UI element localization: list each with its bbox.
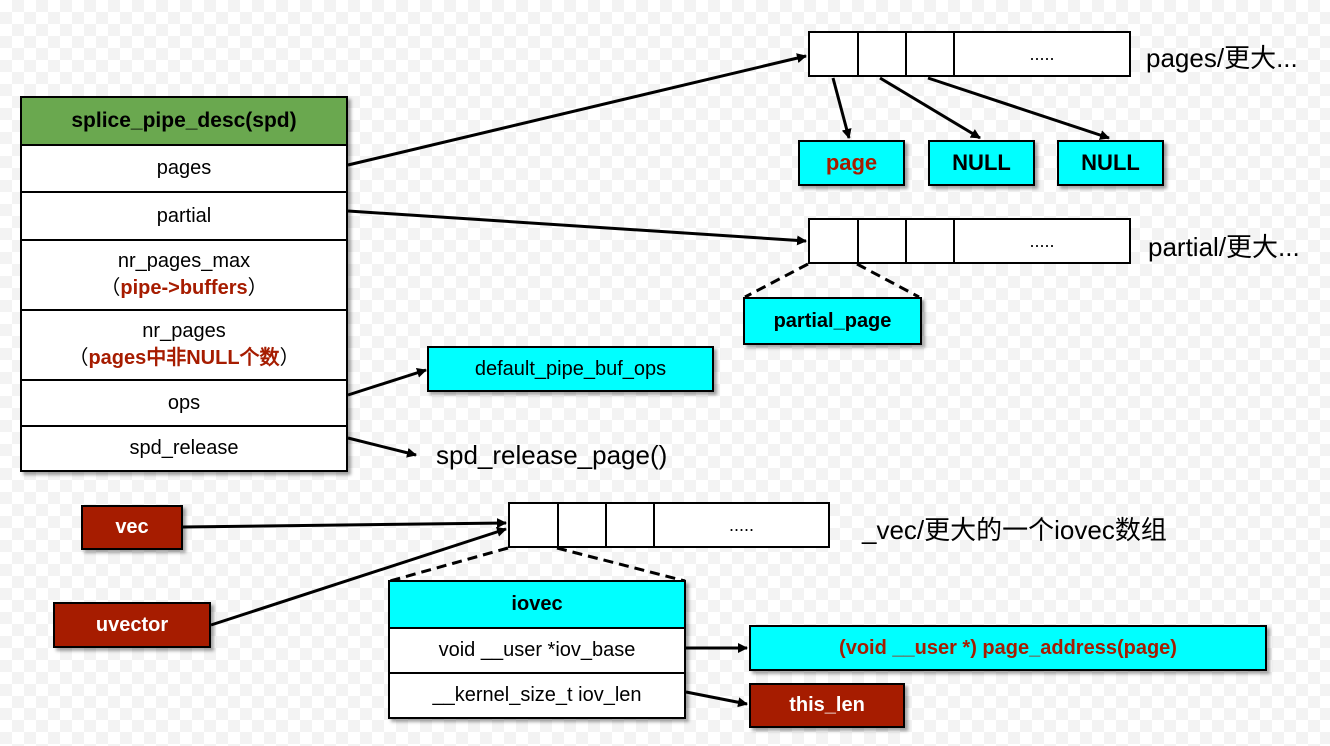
dash-iovec-left [389,546,509,583]
default-pipe-buf-ops-box: default_pipe_buf_ops [427,346,714,392]
array-cell [559,504,607,546]
this-len-box: this_len [749,683,905,728]
spd-nr-pages-label: nr_pages [142,320,226,342]
iovec-table: iovec void __user *iov_base __kernel_siz… [388,580,686,719]
null-box-1: NULL [928,140,1035,186]
partial-page-label: partial_page [773,309,892,332]
spd-release-label: spd_release [129,437,239,459]
spd-field-partial: partial [22,191,346,239]
uvector-label: uvector [95,613,169,636]
spd-release-page-label: spd_release_page() [436,440,668,470]
arrow-ops [347,367,427,397]
spd-nr-pages-note-line: （pages中非NULL个数） [68,345,299,372]
arrow-vec [182,518,507,529]
paren-close: ） [279,347,300,369]
spd-title: splice_pipe_desc(spd) [22,98,346,144]
dash-partial-right [856,262,920,299]
pages-array-label: pages/更大... [1146,43,1298,73]
this-len-label: this_len [789,694,865,716]
dash-partial-left [744,262,809,299]
iov-base-label: void __user *iov_base [438,639,636,661]
arrow-partial [347,209,807,246]
spd-field-nr-pages: nr_pages （pages中非NULL个数） [22,309,346,379]
dash-iovec-right [556,546,686,583]
arrow-pages [347,53,807,167]
arrow-spd-release [347,436,417,458]
array-cell [859,220,907,262]
vec-array: ..... [508,502,830,548]
array-ellipsis-cell: ..... [655,504,828,546]
default-pipe-buf-ops-label: default_pipe_buf_ops [474,357,667,380]
iovec-field-iov-base: void __user *iov_base [390,627,684,672]
paren-open: （ [100,277,121,299]
array-cell [907,220,955,262]
vec-array-label: _vec/更大的一个iovec数组 [862,515,1167,545]
vec-label: vec [115,516,149,538]
arrow-null1 [879,76,981,140]
arrow-page [831,77,852,139]
iovec-field-iov-len: __kernel_size_t iov_len [390,672,684,717]
page-label: page [825,150,878,175]
array-cell [810,220,859,262]
spd-title-text: splice_pipe_desc(spd) [71,109,297,132]
splice-pipe-desc-table: splice_pipe_desc(spd) pages partial nr_p… [20,96,348,472]
spd-nr-pages-note: pages中非NULL个数 [88,347,280,369]
null-label: NULL [952,150,1011,175]
spd-field-ops: ops [22,379,346,425]
iovec-title: iovec [390,582,684,627]
uvector-box: uvector [53,602,211,648]
iov-base-value-label: (void __user *) page_address(page) [839,636,1177,659]
array-ellipsis-cell: ..... [955,220,1129,262]
array-cell [510,504,559,546]
spd-field-nr-pages-max: nr_pages_max （pipe->buffers） [22,239,346,309]
ellipsis: ..... [1029,230,1055,251]
spd-nr-pages-max-label: nr_pages_max [117,250,251,272]
iovec-title-text: iovec [511,593,563,615]
array-cell [907,33,955,75]
ellipsis: ..... [728,514,754,535]
spd-ops-label: ops [167,391,201,414]
array-ellipsis-cell: ..... [955,33,1129,75]
partial-page-box: partial_page [743,297,922,345]
paren-close: ） [247,277,268,299]
array-cell [810,33,859,75]
array-cell [607,504,655,546]
spd-field-pages: pages [22,144,346,191]
null-label: NULL [1081,150,1140,175]
page-box: page [798,140,905,186]
pages-array: ..... [808,31,1131,77]
spd-field-spd-release: spd_release [22,425,346,470]
spd-pages-label: pages [156,157,212,179]
vec-box: vec [81,505,183,550]
null-box-2: NULL [1057,140,1164,186]
arrow-iov-len [685,690,748,708]
arrow-null2 [927,76,1110,140]
partial-array-label: partial/更大... [1148,232,1300,262]
arrow-uvector [210,527,507,627]
partial-array: ..... [808,218,1131,264]
spd-nr-pages-max-note: pipe->buffers [120,277,248,299]
ellipsis: ..... [1029,43,1055,64]
spd-nr-pages-max-note-line: （pipe->buffers） [100,275,267,302]
iov-base-value-box: (void __user *) page_address(page) [749,625,1267,671]
array-cell [859,33,907,75]
paren-open: （ [68,347,89,369]
spd-partial-label: partial [156,204,212,227]
iov-len-label: __kernel_size_t iov_len [432,684,642,706]
